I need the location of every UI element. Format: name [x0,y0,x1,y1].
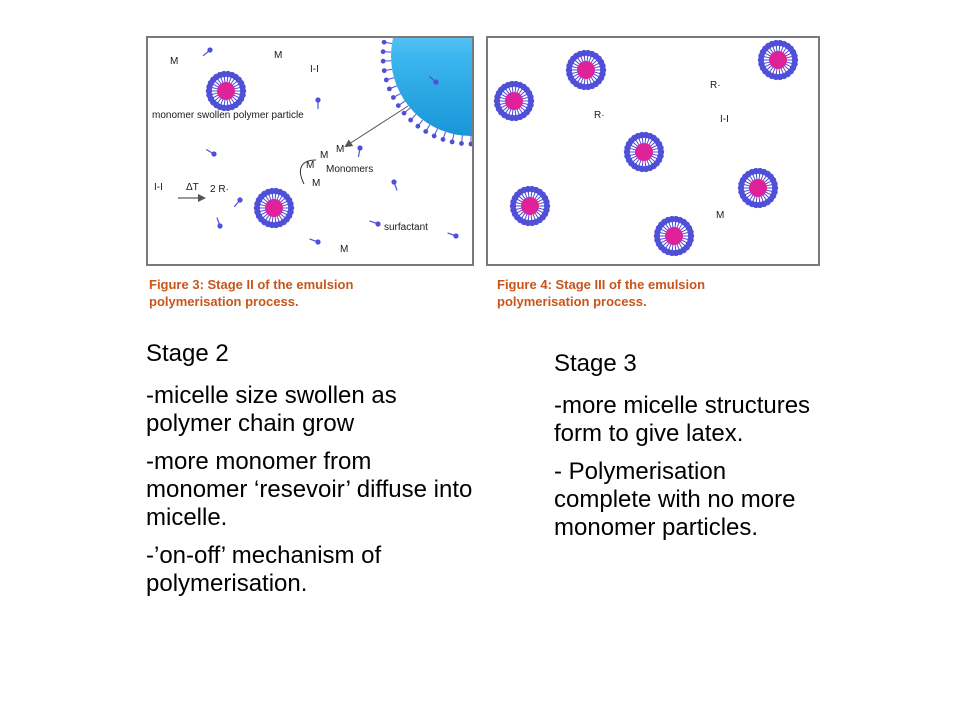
arrow-to-particle [344,105,409,148]
label-m: M [320,150,328,161]
surfactant-molecule [391,179,398,191]
figure-3-frame [146,36,474,266]
stage-2-point: -micelle size swollen as polymer chain g… [146,382,397,437]
surfactant-molecule [447,232,459,239]
label-m: M [306,160,314,171]
micelle [737,167,779,209]
label-surfactant: surfactant [384,222,428,233]
micelle [509,185,551,227]
label-radical: R· [594,110,605,121]
surfactant-molecule [428,75,439,85]
stage-3-heading: Stage 3 [554,350,637,377]
figure-4-diagram: R· R· I-I M [486,36,820,266]
micelle [623,131,665,173]
swollen-polymer-particle [380,38,472,147]
surfactant-molecule [357,145,363,157]
micelle [205,70,247,112]
label-i-i: I-I [720,114,729,125]
label-m: M [170,56,178,67]
figure-3-diagram: M M I-I monomer swollen polymer particle… [146,36,474,266]
label-m: M [336,144,344,155]
caption-line: Figure 4: Stage III of the emulsion [497,277,706,292]
stage-2-point: -’on-off’ mechanism of polymerisation. [146,542,382,597]
curved-arrow [300,159,317,185]
surfactant-molecule [216,217,223,229]
figure-4-caption: Figure 4: Stage III of the emulsion poly… [497,276,827,310]
label-m: M [274,50,282,61]
figure-4-frame [486,36,820,266]
label-i-i: I-I [310,64,319,75]
micelle [493,80,535,122]
label-delta-t: ΔT [186,182,199,193]
surfactant-molecule [205,148,217,157]
label-m: M [312,178,320,189]
micelle [653,215,695,257]
label-m: M [716,210,724,221]
surfactant-molecule [202,47,213,57]
surfactant-molecule [233,197,243,208]
micelle [757,39,799,81]
surfactant-molecule [369,220,381,227]
surfactant-molecule [309,238,321,245]
label-monomers: Monomers [326,164,373,175]
caption-line: Figure 3: Stage II of the emulsion [149,277,354,292]
label-radicals: 2 R· [210,184,229,195]
stage-3-point: - Polymerisation complete with no more m… [554,458,796,541]
micelle [253,187,295,229]
stage-2-point: -more monomer from monomer ‘resevoir’ di… [146,448,473,531]
caption-line: polymerisation process. [497,294,647,309]
label-i-i: I-I [154,182,163,193]
stage-2-heading: Stage 2 [146,340,229,367]
label-swollen-particle: monomer swollen polymer particle [152,110,304,121]
stage-3-notes: Stage 3 -more micelle structures form to… [554,350,814,552]
figure-3-caption: Figure 3: Stage II of the emulsion polym… [149,276,479,310]
caption-line: polymerisation process. [149,294,299,309]
label-radical: R· [710,80,721,91]
surfactant-molecule [315,97,321,109]
label-m: M [340,244,348,255]
micelle [565,49,607,91]
stage-3-point: -more micelle structures form to give la… [554,392,811,447]
stage-2-notes: Stage 2 -micelle size swollen as polymer… [146,340,476,608]
